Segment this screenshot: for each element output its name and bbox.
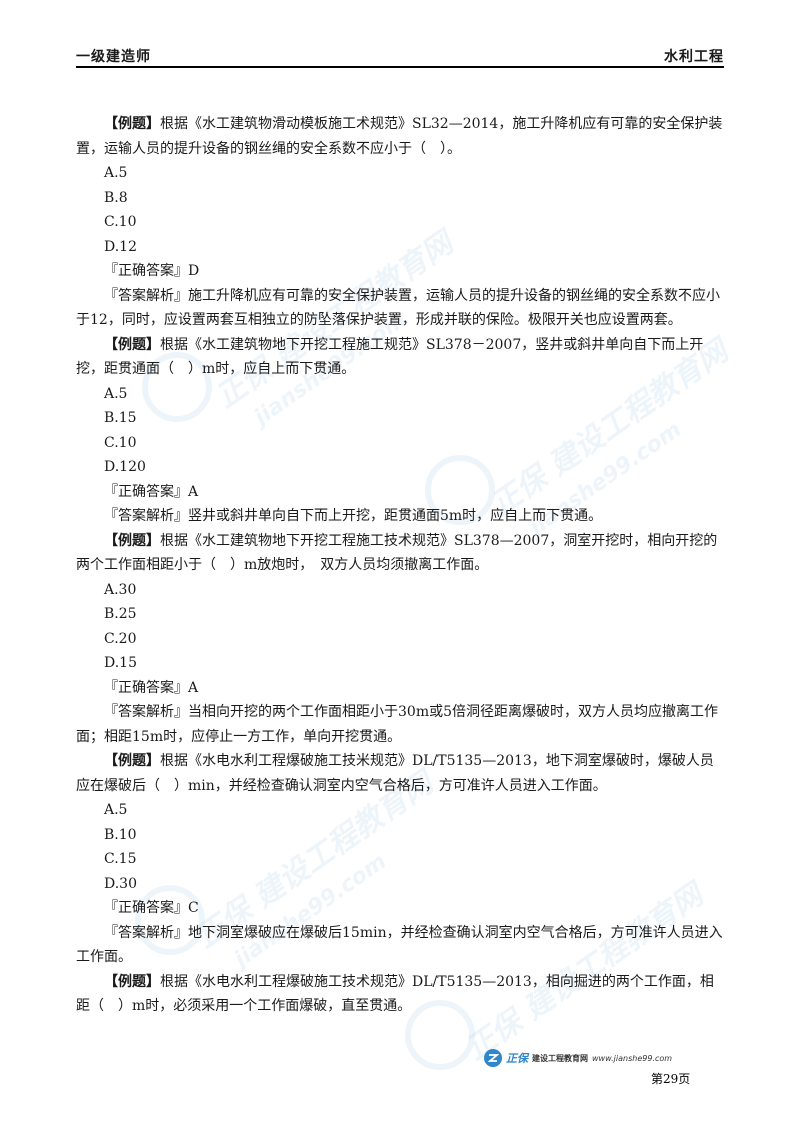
question-stem: 【例题】根据《水工建筑物地下开挖工程施工规范》SL378－2007，竖井或斜井单… <box>76 333 724 382</box>
option-b: B.10 <box>104 826 137 843</box>
correct-answer: 『正确答案』A <box>104 483 199 500</box>
question-tag: 【例题】 <box>104 532 160 549</box>
answer-analysis: 『答案解析』竖井或斜井单向自下而上开挖，距贯通面5m时，应自上而下贯通。 <box>104 508 603 524</box>
question-tag: 【例题】 <box>104 973 160 990</box>
option-a: A.30 <box>104 581 137 598</box>
answer-analysis: 『答案解析』地下洞室爆破应在爆破后15min，并经检查确认洞室内空气合格后，方可… <box>76 924 723 966</box>
question-text: 根据《水电水利工程爆破施工技术规范》DL/T5135—2013，相向掘进的两个工… <box>76 973 714 1015</box>
correct-answer: 『正确答案』D <box>104 263 200 279</box>
page-header: 一级建造师 水利工程 <box>76 44 724 68</box>
option-a: A.5 <box>104 802 128 818</box>
correct-answer: 『正确答案』A <box>104 679 199 696</box>
option-b: B.8 <box>104 189 128 206</box>
option-d: D.15 <box>104 655 137 671</box>
logo-site-name: 建设工程教育网 <box>532 1053 588 1063</box>
option-a: A.5 <box>104 165 128 181</box>
logo-brand: 正保 <box>506 1052 528 1065</box>
question-tag: 【例题】 <box>104 336 160 353</box>
option-c: C.10 <box>104 434 137 451</box>
question-text: 根据《水工建筑物地下开挖工程施工技术规范》SL378—2007，洞室开挖时，相向… <box>76 532 718 574</box>
question-tag: 【例题】 <box>104 753 160 769</box>
question-tag: 【例题】 <box>104 116 160 132</box>
answer-analysis: 『答案解析』施工升降机应有可靠的安全保护装置，运输人员的提升设备的钢丝绳的安全系… <box>76 287 720 329</box>
question-stem: 【例题】根据《水工建筑物滑动模板施工术规范》SL32—2014，施工升降机应有可… <box>76 112 724 161</box>
brand-logo-icon <box>484 1049 502 1067</box>
option-d: D.120 <box>104 459 146 475</box>
option-d: D.12 <box>104 238 137 255</box>
answer-analysis: 『答案解析』当相向开挖的两个工作面相距小于30m或5倍洞径距离爆破时，双方人员均… <box>76 704 718 745</box>
question-text: 根据《水工建筑物地下开挖工程施工规范》SL378－2007，竖井或斜井单向自下而… <box>76 336 704 378</box>
header-left-title: 一级建造师 <box>76 49 151 65</box>
page-number: 第29页 <box>651 1072 691 1086</box>
question-text: 根据《水工建筑物滑动模板施工术规范》SL32—2014，施工升降机应有可靠的安全… <box>76 116 723 157</box>
question-stem: 【例题】根据《水工建筑物地下开挖工程施工技术规范》SL378—2007，洞室开挖… <box>76 529 724 578</box>
question-stem: 【例题】根据《水电水利工程爆破施工技术规范》DL/T5135—2013，相向掘进… <box>76 970 724 1019</box>
document-body: 【例题】根据《水工建筑物滑动模板施工术规范》SL32—2014，施工升降机应有可… <box>76 112 724 1019</box>
option-c: C.20 <box>104 630 137 647</box>
option-b: B.25 <box>104 606 137 622</box>
logo-url: www.jianshe99.com <box>592 1053 673 1063</box>
question-text: 根据《水电水利工程爆破施工技米规范》DL/T5135—2013，地下洞室爆破时，… <box>76 753 714 794</box>
question-stem: 【例题】根据《水电水利工程爆破施工技米规范》DL/T5135—2013，地下洞室… <box>76 749 724 798</box>
correct-answer: 『正确答案』C <box>104 900 199 916</box>
option-c: C.15 <box>104 851 137 867</box>
footer-logo: 正保 建设工程教育网 www.jianshe99.com <box>484 1048 672 1068</box>
option-a: A.5 <box>104 385 128 402</box>
header-right-title: 水利工程 <box>664 49 724 65</box>
option-c: C.10 <box>104 214 137 230</box>
option-d: D.30 <box>104 875 137 892</box>
option-b: B.15 <box>104 410 137 426</box>
